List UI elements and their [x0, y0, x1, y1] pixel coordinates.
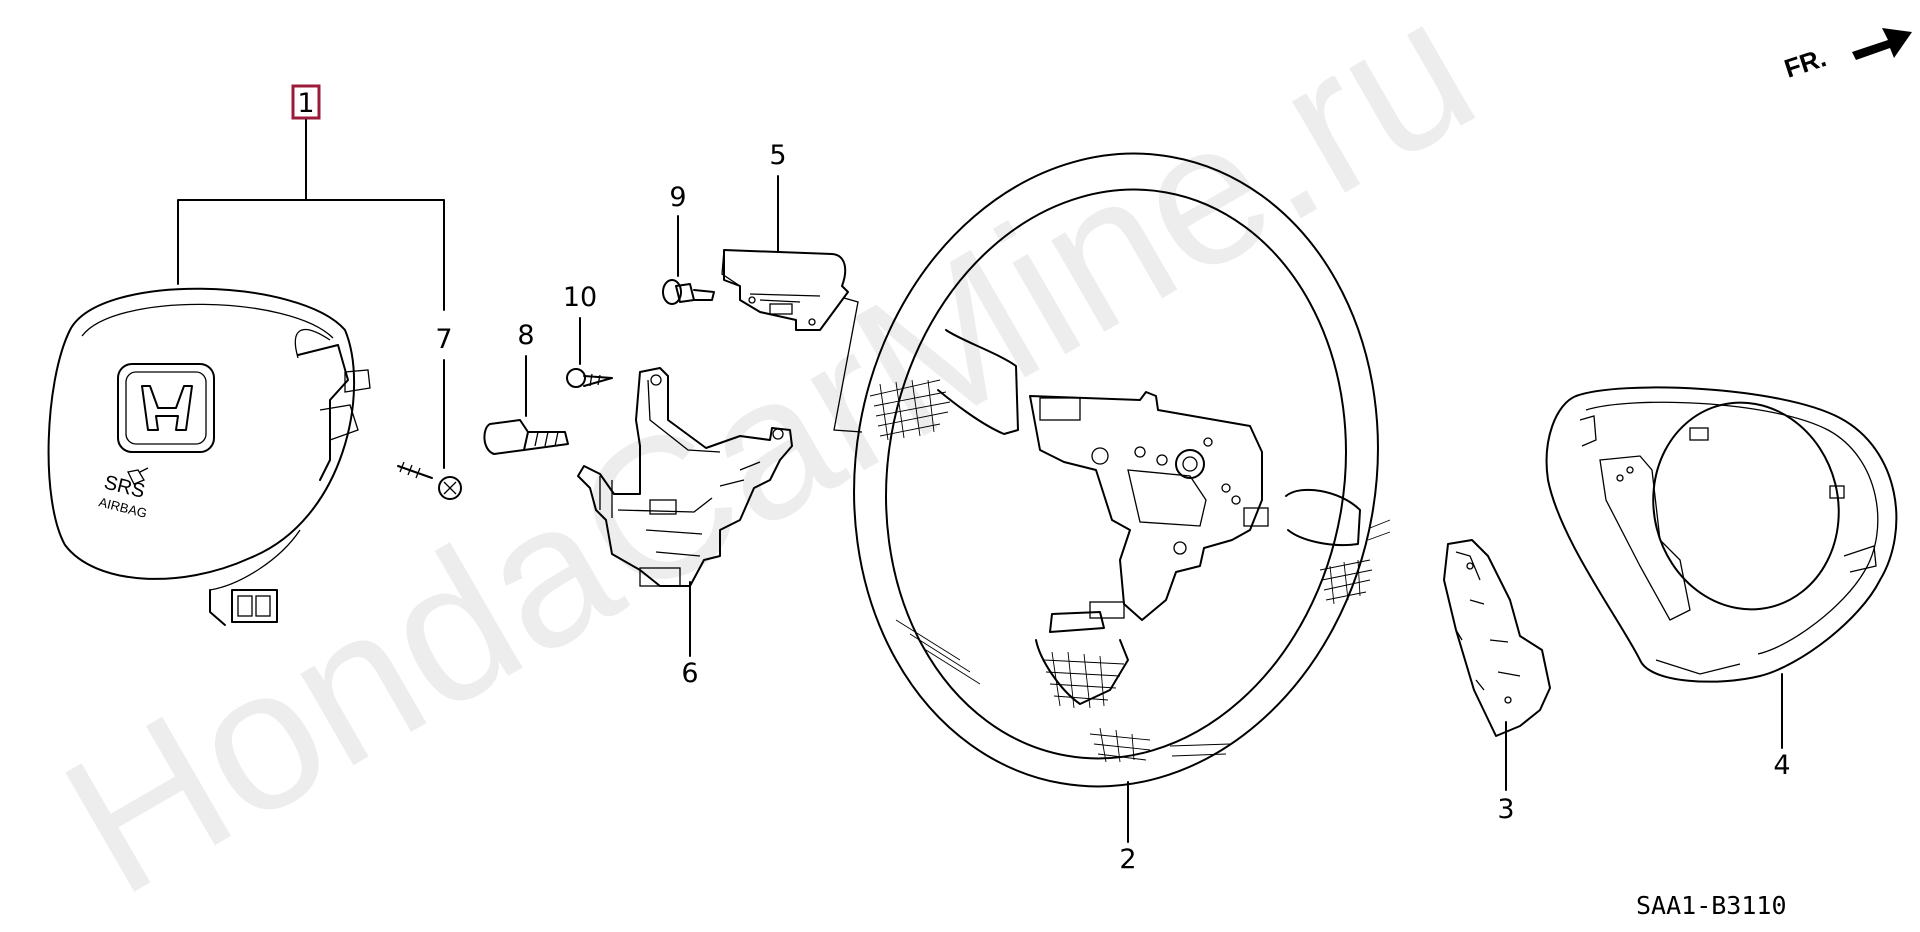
- diagram-code: SAA1-B3110: [1636, 891, 1787, 920]
- callout-1-number: 1: [297, 88, 314, 119]
- airbag-module: [47, 287, 371, 626]
- screw-part-7: [397, 461, 462, 500]
- rear-cover-part-4: [1545, 386, 1898, 683]
- steering-wheel-part-2: [853, 152, 1391, 788]
- bolt-part-9: [662, 279, 715, 305]
- horn-switch-part-5: [721, 249, 849, 331]
- bolt-part-8: [483, 419, 569, 455]
- front-direction-indicator: FR.: [1781, 28, 1912, 84]
- callout-8[interactable]: 8: [517, 320, 534, 351]
- callout-4[interactable]: 4: [1773, 750, 1790, 781]
- honda-logo-icon: [117, 363, 215, 453]
- callout-1-highlight-box: [291, 84, 321, 120]
- callout-6[interactable]: 6: [681, 658, 698, 689]
- callout-1[interactable]: 1: [291, 84, 321, 120]
- cover-part-3: [1443, 539, 1551, 737]
- callout-5[interactable]: 5: [769, 140, 786, 171]
- callout-7[interactable]: 7: [435, 324, 452, 355]
- part-5-assembly-leader: [833, 297, 863, 433]
- callout-1-leader-right: [305, 199, 445, 311]
- callout-10[interactable]: 10: [563, 282, 597, 313]
- front-direction-label: FR.: [1781, 42, 1830, 83]
- bracket-part-6: [577, 367, 793, 587]
- front-arrow-icon: [1852, 28, 1912, 60]
- callout-1-leader: [177, 119, 307, 285]
- callout-2[interactable]: 2: [1119, 844, 1136, 875]
- callout-9[interactable]: 9: [669, 182, 686, 213]
- callout-3[interactable]: 3: [1497, 794, 1514, 825]
- horn-icon: [127, 467, 149, 485]
- wheel-grip-texture: [869, 379, 1391, 763]
- screw-part-10: [566, 368, 613, 388]
